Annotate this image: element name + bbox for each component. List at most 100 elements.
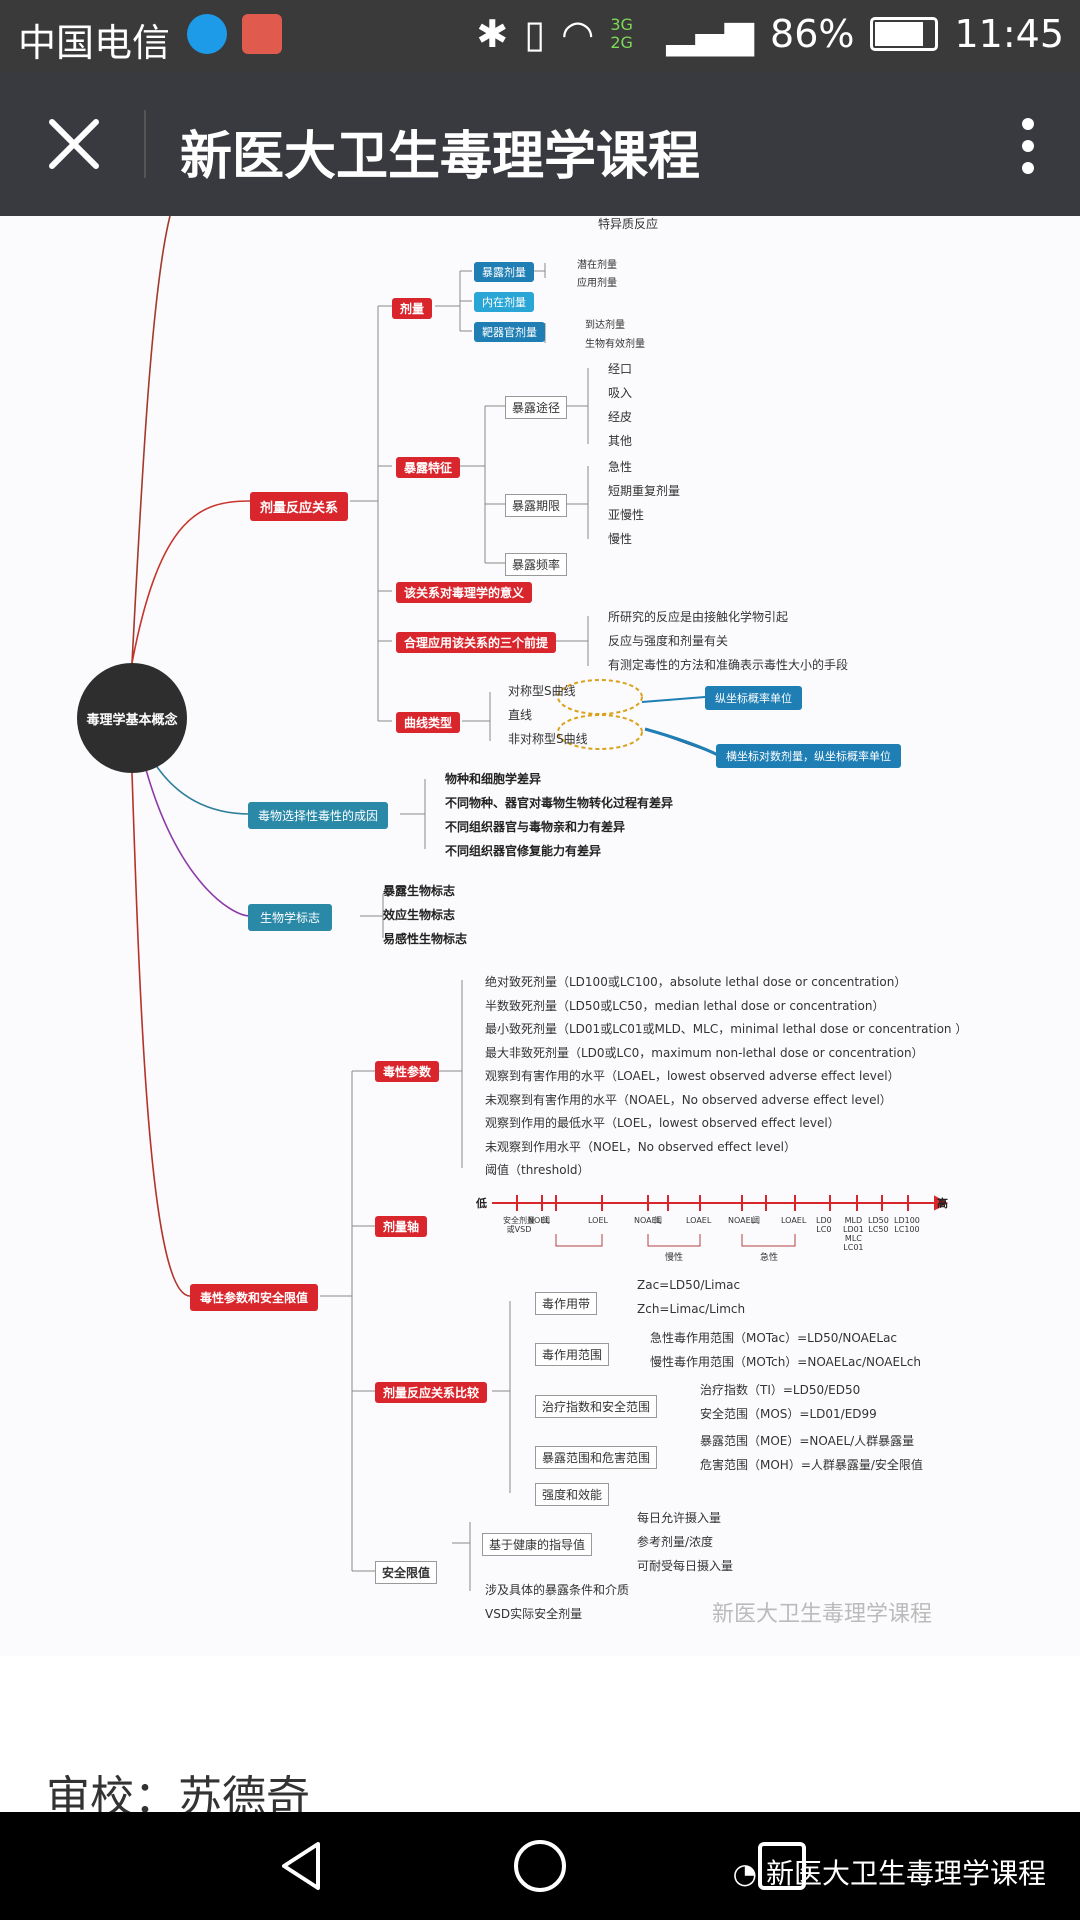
dose-axis-ticks (516, 1195, 909, 1211)
dose-axis-label: NOAEL (728, 1216, 756, 1225)
sub-potential-dose: 潜在剂量 (577, 260, 617, 271)
node-curve-type: 曲线类型 (396, 712, 461, 733)
bluetooth-icon: ✱ (476, 12, 509, 56)
toxicity-param-item: 绝对致死剂量（LD100或LC100，absolute lethal dose … (485, 975, 907, 989)
branch-selective-toxicity: 毒物选择性毒性的成因 (248, 802, 389, 829)
clock: 11:45 (954, 12, 1064, 56)
toxicity-param-item: 未观察到有害作用的水平（NOAEL，No observed adverse ef… (485, 1092, 892, 1107)
node-dose-response-compare: 剂量反应关系比较 (375, 1382, 488, 1403)
selective-3: 不同组织器官与毒物亲和力有差异 (445, 820, 626, 834)
note-probit-y: 纵坐标概率单位 (705, 686, 802, 710)
range-chronic: 慢性毒作用范围（MOTch）=NOAELac/NOAELch (650, 1355, 921, 1369)
branch-dose-response: 剂量反应关系 (250, 492, 349, 521)
moe-formula: 暴露范围（MOE）=NOAEL/人群暴露量 (700, 1434, 915, 1448)
moh-formula: 危害范围（MOH）=人群暴露量/安全限值 (700, 1458, 923, 1472)
period-subchronic: 亚慢性 (608, 508, 645, 522)
vibrate-icon: ▯ (524, 12, 546, 56)
sub-effective-dose: 生物有效剂量 (585, 339, 645, 350)
close-icon[interactable] (46, 116, 102, 172)
zone-zac: Zac=LD50/Limac (637, 1278, 741, 1292)
selective-1: 物种和细胞学差异 (445, 772, 542, 786)
appbar-divider (144, 110, 146, 178)
dose-axis-label: LOAEL (686, 1216, 712, 1225)
battery-icon (870, 17, 939, 51)
ti-formula: 治疗指数（TI）=LD50/ED50 (700, 1383, 861, 1397)
page-title: 新医大卫生毒理学课程 (180, 127, 701, 187)
health-tdi: 可耐受每日摄入量 (637, 1559, 734, 1573)
selective-2: 不同物种、器官对毒物生物转化过程有差异 (445, 796, 674, 810)
dose-axis-label: LOEL (588, 1216, 608, 1225)
node-dose: 剂量 (392, 298, 433, 319)
period-acute: 急性 (608, 460, 633, 474)
chat-notification-icon (187, 14, 227, 54)
premise-1: 所研究的反应是由接触化学物引起 (608, 610, 789, 624)
node-toxicity-params: 毒性参数 (375, 1061, 440, 1082)
node-safety-limit: 安全限值 (375, 1561, 438, 1584)
route-dermal: 经皮 (608, 410, 633, 424)
biomarker-susceptibility: 易感性生物标志 (383, 932, 468, 946)
nav-watermark-text: 新医大卫生毒理学课程 (765, 1857, 1046, 1890)
navigation-bar: ◔ 新医大卫生毒理学课程 (0, 1812, 1080, 1920)
health-rfd: 参考剂量/浓度 (637, 1535, 714, 1549)
toxicity-param-item: 最小致死剂量（LD01或LC01或MLD、MLC，minimal lethal … (485, 1022, 968, 1036)
toxicity-param-item: 观察到作用的最低水平（LOEL，lowest observed effect l… (485, 1116, 840, 1130)
network-type-label: 3G 2G (610, 15, 633, 52)
period-chronic: 慢性 (608, 532, 633, 546)
dose-axis-label: 安全剂量 或VSD (503, 1216, 535, 1234)
node-dose-axis: 剂量轴 (375, 1216, 428, 1237)
toxicity-param-item: 未观察到作用水平（NOEL，No observed effect level） (485, 1139, 796, 1154)
node-internal-dose: 内在剂量 (474, 292, 534, 312)
wifi-icon: ◠ (561, 12, 595, 56)
toxicity-param-item: 最大非致死剂量（LD0或LC0，maximum non-lethal dose … (485, 1045, 924, 1060)
health-adi: 每日允许摄入量 (637, 1511, 722, 1525)
signal-icon: ▂▄▆ (666, 12, 755, 56)
back-nav-icon[interactable] (272, 1836, 332, 1896)
route-inhalation: 吸入 (608, 386, 633, 400)
safety-conditions: 涉及具体的暴露条件和介质 (485, 1583, 630, 1597)
branch-toxicity-params: 毒性参数和安全限值 (190, 1284, 319, 1311)
selective-4: 不同组织器官修复能力有差异 (445, 844, 602, 858)
curve-symmetric: 对称型S曲线 (508, 684, 576, 698)
battery-percent: 86% (770, 12, 855, 56)
period-short: 短期重复剂量 (608, 484, 681, 498)
node-health-guidance: 基于健康的指导值 (482, 1533, 593, 1556)
toxicity-param-item: 阈值（threshold） (485, 1163, 590, 1177)
dose-axis-label: NOAEL (634, 1216, 662, 1225)
node-potency: 强度和效能 (535, 1483, 610, 1506)
axis-high-label: 高 (937, 1197, 948, 1210)
node-therapeutic-index: 治疗指数和安全范围 (535, 1395, 658, 1418)
app-notification-icon (242, 14, 282, 54)
dose-axis-label: NOEL (528, 1216, 550, 1225)
node-exposure-period: 暴露期限 (505, 494, 568, 517)
mindmap-center: 毒理学基本概念 (77, 663, 187, 773)
toxicity-param-item: 观察到有害作用的水平（LOAEL，lowest observed adverse… (485, 1069, 900, 1083)
curve-linear: 直线 (508, 708, 533, 722)
mos-formula: 安全范围（MOS）=LD01/ED99 (700, 1407, 877, 1421)
range-acute: 急性毒作用范围（MOTac）=LD50/NOAELac (650, 1331, 898, 1345)
recents-nav-icon[interactable] (752, 1836, 812, 1896)
carrier-label: 中国电信 (18, 21, 171, 65)
home-nav-icon[interactable] (510, 1836, 570, 1896)
article-content[interactable]: 特异质反应 毒理学基本概念 剂量反应关系 剂量 暴露剂量 内在剂量 靶器官剂量 … (0, 216, 1080, 1812)
sub-delivered-dose: 到达剂量 (585, 320, 625, 331)
dose-axis-label: LOAEL (781, 1216, 807, 1225)
axis-chronic-label: 慢性 (665, 1253, 684, 1263)
node-moe: 暴露范围和危害范围 (535, 1446, 658, 1469)
node-toxic-zone: 毒作用带 (535, 1292, 598, 1315)
route-other: 其他 (608, 434, 633, 448)
dose-axis-label: 阈 (542, 1216, 550, 1225)
mindmap-watermark: 新医大卫生毒理学课程 (712, 1602, 933, 1627)
dose-axis-label: 阈 (752, 1216, 760, 1225)
nav-watermark: ◔ 新医大卫生毒理学课程 (733, 1852, 1046, 1892)
axis-low-label: 低 (476, 1197, 487, 1210)
axis-acute-label: 急性 (760, 1253, 779, 1263)
biomarker-effect: 效应生物标志 (383, 908, 456, 922)
zone-zch: Zch=Limac/Limch (637, 1302, 746, 1316)
wechat-icon: ◔ (732, 1857, 758, 1890)
more-options-icon[interactable] (1020, 116, 1036, 176)
mindmap-fragment: 特异质反应 (598, 217, 659, 231)
curve-asymmetric: 非对称型S曲线 (508, 732, 588, 746)
sub-applied-dose: 应用剂量 (577, 278, 617, 289)
dose-axis-label: 阈 (654, 1216, 662, 1225)
note-log-dose: 横坐标对数剂量，纵坐标概率单位 (716, 744, 901, 768)
